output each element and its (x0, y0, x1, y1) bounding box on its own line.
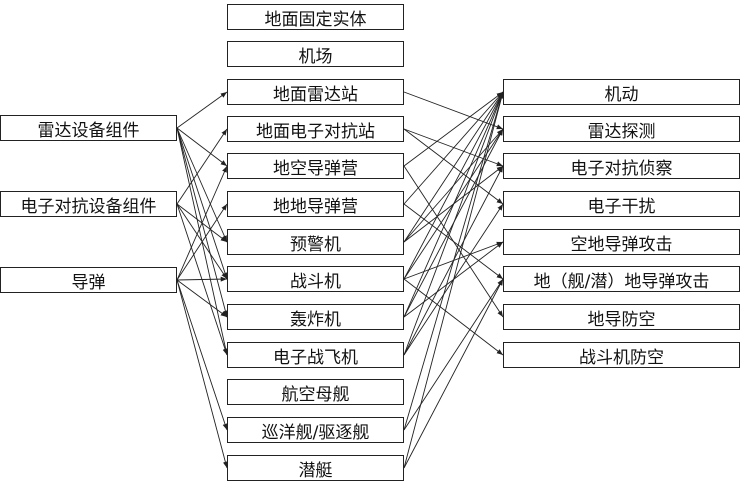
node-aircraft-carrier: 航空母舰 (227, 379, 404, 405)
node-label: 电子对抗设备组件 (20, 196, 157, 217)
node-label: 雷达设备组件 (37, 120, 140, 141)
node-label: 机场 (298, 46, 333, 67)
edge-submarine-to-maneuver (403, 91, 504, 469)
node-ew-reconnaissance: 电子对抗侦察 (503, 153, 740, 179)
node-label: 地空导弹营 (273, 158, 358, 179)
node-label: 电子战飞机 (273, 347, 358, 368)
edge-cruiser-to-ship_sub_to_ground (403, 278, 504, 431)
edge-radar_comp-to-awacs (176, 127, 228, 243)
edge-ground_radar-to-radar_detect (403, 91, 504, 130)
node-ground-ew-station: 地面电子对抗站 (227, 116, 404, 142)
node-cruiser-destroyer: 巡洋舰/驱逐舰 (227, 417, 404, 443)
node-label: 地导防空 (587, 309, 656, 330)
node-label: 机动 (604, 84, 639, 105)
node-ground-radar-station: 地面雷达站 (227, 79, 404, 105)
edge-missile-to-fighter (176, 276, 228, 282)
edge-fighter-to-maneuver (403, 91, 504, 280)
node-ew-aircraft: 电子战飞机 (227, 342, 404, 368)
edge-radar_comp-to-sam_camp (176, 127, 228, 167)
node-label: 导弹 (71, 272, 106, 293)
node-label: 轰炸机 (290, 309, 341, 330)
node-label: 电子干扰 (587, 196, 656, 217)
edge-missile-to-cruiser (176, 279, 228, 431)
node-early-warning-aircraft: 预警机 (227, 229, 404, 255)
node-label: 地地导弹营 (273, 196, 358, 217)
node-label: 航空母舰 (281, 384, 350, 405)
node-label: 巡洋舰/驱逐舰 (261, 422, 370, 443)
edge-sam_camp-to-maneuver (403, 91, 504, 167)
edge-awacs-to-maneuver (403, 91, 504, 243)
node-label: 地面固定实体 (264, 9, 367, 30)
node-electronic-jamming: 电子干扰 (503, 191, 740, 217)
edge-cruiser-to-maneuver (403, 91, 504, 431)
node-label: 雷达探测 (587, 121, 656, 142)
node-submarine: 潜艇 (227, 455, 404, 481)
node-ssm-battalion: 地地导弹营 (227, 191, 404, 217)
edge-ssm_camp-to-ship_sub_to_ground (403, 203, 504, 280)
node-label: 预警机 (290, 234, 341, 255)
node-label: 空地导弹攻击 (570, 234, 673, 255)
edge-missile-to-bomber (176, 279, 228, 318)
node-surface-to-surface-missile-attack: 地（舰/潜）地导弹攻击 (503, 266, 740, 292)
edge-radar_comp-to-fighter (176, 127, 228, 280)
node-radar-detection: 雷达探测 (503, 116, 740, 142)
node-label: 电子对抗侦察 (570, 158, 673, 179)
edge-submarine-to-ship_sub_to_ground (403, 278, 504, 469)
node-label: 战斗机 (290, 271, 341, 292)
node-label: 地面雷达站 (273, 84, 358, 105)
edge-ew_comp-to-ground_ew (176, 128, 228, 205)
edge-fighter-to-fighter_air_defense (403, 278, 504, 356)
node-missile: 导弹 (0, 267, 177, 293)
edge-missile-to-sam_camp (176, 165, 228, 281)
node-fighter-air-defense: 战斗机防空 (503, 342, 740, 368)
node-sam-battalion: 地空导弹营 (227, 153, 404, 179)
node-label: 地（舰/潜）地导弹攻击 (533, 271, 710, 292)
node-bomber: 轰炸机 (227, 304, 404, 330)
node-ground-air-defense: 地导防空 (503, 304, 740, 330)
node-airport: 机场 (227, 41, 404, 67)
node-label: 地面电子对抗站 (256, 121, 375, 142)
edge-bomber-to-maneuver (403, 91, 504, 318)
node-air-to-ground-missile-attack: 空地导弹攻击 (503, 229, 740, 255)
edge-ssm_camp-to-maneuver (403, 91, 504, 205)
node-label: 潜艇 (298, 460, 333, 481)
node-radar-component: 雷达设备组件 (0, 115, 177, 141)
node-label: 战斗机防空 (579, 347, 664, 368)
node-ew-component: 电子对抗设备组件 (0, 191, 177, 217)
node-ground-fixed-entity: 地面固定实体 (227, 4, 404, 30)
edge-missile-to-ssm_camp (176, 203, 228, 281)
edge-missile-to-submarine (176, 279, 228, 469)
edge-ew_aircraft-to-maneuver (403, 91, 504, 356)
node-maneuver: 机动 (503, 79, 740, 105)
edge-radar_comp-to-ground_radar (176, 91, 228, 129)
node-fighter: 战斗机 (227, 266, 404, 292)
